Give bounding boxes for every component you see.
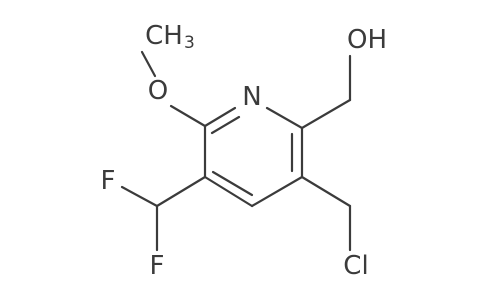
- bond-c3-c4: [250, 175, 304, 208]
- atom-oh: OH: [347, 25, 387, 55]
- bond-n-c6: [203, 106, 237, 128]
- ch3-label: CH: [145, 21, 183, 51]
- bond-c2-ch2: [300, 98, 352, 130]
- bond-c3-ch2cl: [300, 175, 352, 208]
- bond-c4-c5: [203, 175, 254, 208]
- atom-ch3: CH 3: [145, 21, 195, 53]
- bond-c-f1: [120, 185, 159, 208]
- ch3-subscript: 3: [184, 33, 195, 53]
- substituent-bonds: [120, 50, 352, 252]
- bond-c6-o: [169, 104, 207, 128]
- atom-o-methoxy: O: [148, 76, 168, 106]
- bond-c4-c5-inner: [211, 170, 254, 197]
- bond-o-ch3: [140, 50, 157, 78]
- bond-n-c6-inner: [210, 115, 241, 135]
- atom-n: N: [242, 82, 261, 112]
- atom-f1: F: [101, 166, 116, 196]
- bond-n-c2: [265, 106, 304, 130]
- atom-f2: F: [150, 251, 165, 281]
- atom-cl: Cl: [343, 251, 368, 281]
- pyridine-ring: [203, 106, 304, 208]
- bond-c5-chf2: [155, 175, 207, 208]
